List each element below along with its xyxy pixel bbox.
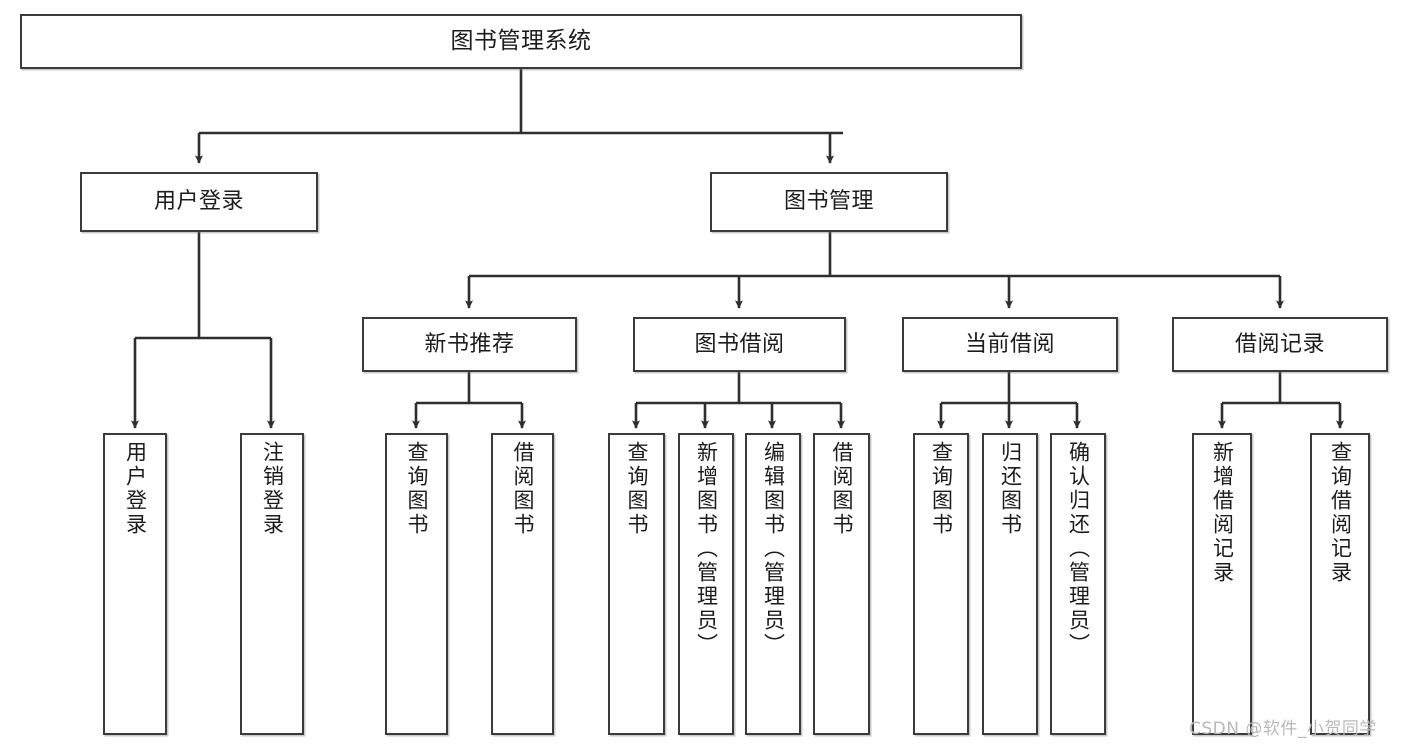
watermark-csdn: CSDN @软件_小贺同学 <box>1189 719 1377 739</box>
node-label: 查询图书 <box>625 441 649 537</box>
node-leaf-confirm-return[interactable]: 确认归还（管理员） <box>1050 433 1106 735</box>
node-leaf-edit-book[interactable]: 编辑图书（管理员） <box>745 433 801 735</box>
node-leaf-borrow-book-1[interactable]: 借阅图书 <box>491 433 554 735</box>
node-leaf-query-record[interactable]: 查询借阅记录 <box>1310 433 1370 735</box>
node-label: 借阅记录 <box>1234 331 1325 357</box>
node-user-login[interactable]: 用户登录 <box>80 172 318 232</box>
node-book-management[interactable]: 图书管理 <box>710 172 948 232</box>
node-leaf-logout-login[interactable]: 注销登录 <box>240 433 304 735</box>
node-label: 新增图书（管理员） <box>694 441 719 657</box>
node-book-borrow[interactable]: 图书借阅 <box>633 317 846 372</box>
node-leaf-user-login[interactable]: 用户登录 <box>103 433 167 735</box>
node-leaf-add-book[interactable]: 新增图书（管理员） <box>678 433 734 735</box>
node-label: 归还图书 <box>998 441 1023 537</box>
node-label: 借阅图书 <box>830 441 854 537</box>
node-label: 查询图书 <box>405 441 429 537</box>
node-label: 当前借阅 <box>964 331 1055 357</box>
node-leaf-return-book[interactable]: 归还图书 <box>982 433 1038 735</box>
node-label: 用户登录 <box>123 441 148 537</box>
node-label: 编辑图书（管理员） <box>761 441 786 657</box>
node-label: 确认归还（管理员） <box>1066 441 1091 657</box>
node-label: 图书管理系统 <box>450 27 592 54</box>
node-new-book-recommend[interactable]: 新书推荐 <box>362 317 577 372</box>
node-leaf-query-book-1[interactable]: 查询图书 <box>385 433 448 735</box>
node-label: 新书推荐 <box>424 331 515 357</box>
node-current-borrow[interactable]: 当前借阅 <box>902 317 1118 372</box>
node-label: 图书管理 <box>783 189 874 215</box>
node-root-book-management-system[interactable]: 图书管理系统 <box>20 14 1022 69</box>
node-leaf-borrow-book-2[interactable]: 借阅图书 <box>813 433 870 735</box>
node-borrow-record[interactable]: 借阅记录 <box>1172 317 1388 372</box>
node-label: 用户登录 <box>153 189 244 215</box>
node-label: 查询图书 <box>929 441 954 537</box>
node-label: 新增借阅记录 <box>1210 441 1235 585</box>
node-label: 查询借阅记录 <box>1328 441 1353 585</box>
node-label: 借阅图书 <box>511 441 535 537</box>
node-leaf-add-record[interactable]: 新增借阅记录 <box>1192 433 1252 735</box>
node-label: 图书借阅 <box>694 331 785 357</box>
node-leaf-query-book-2[interactable]: 查询图书 <box>608 433 665 735</box>
node-label: 注销登录 <box>260 441 285 537</box>
node-leaf-query-book-3[interactable]: 查询图书 <box>913 433 969 735</box>
